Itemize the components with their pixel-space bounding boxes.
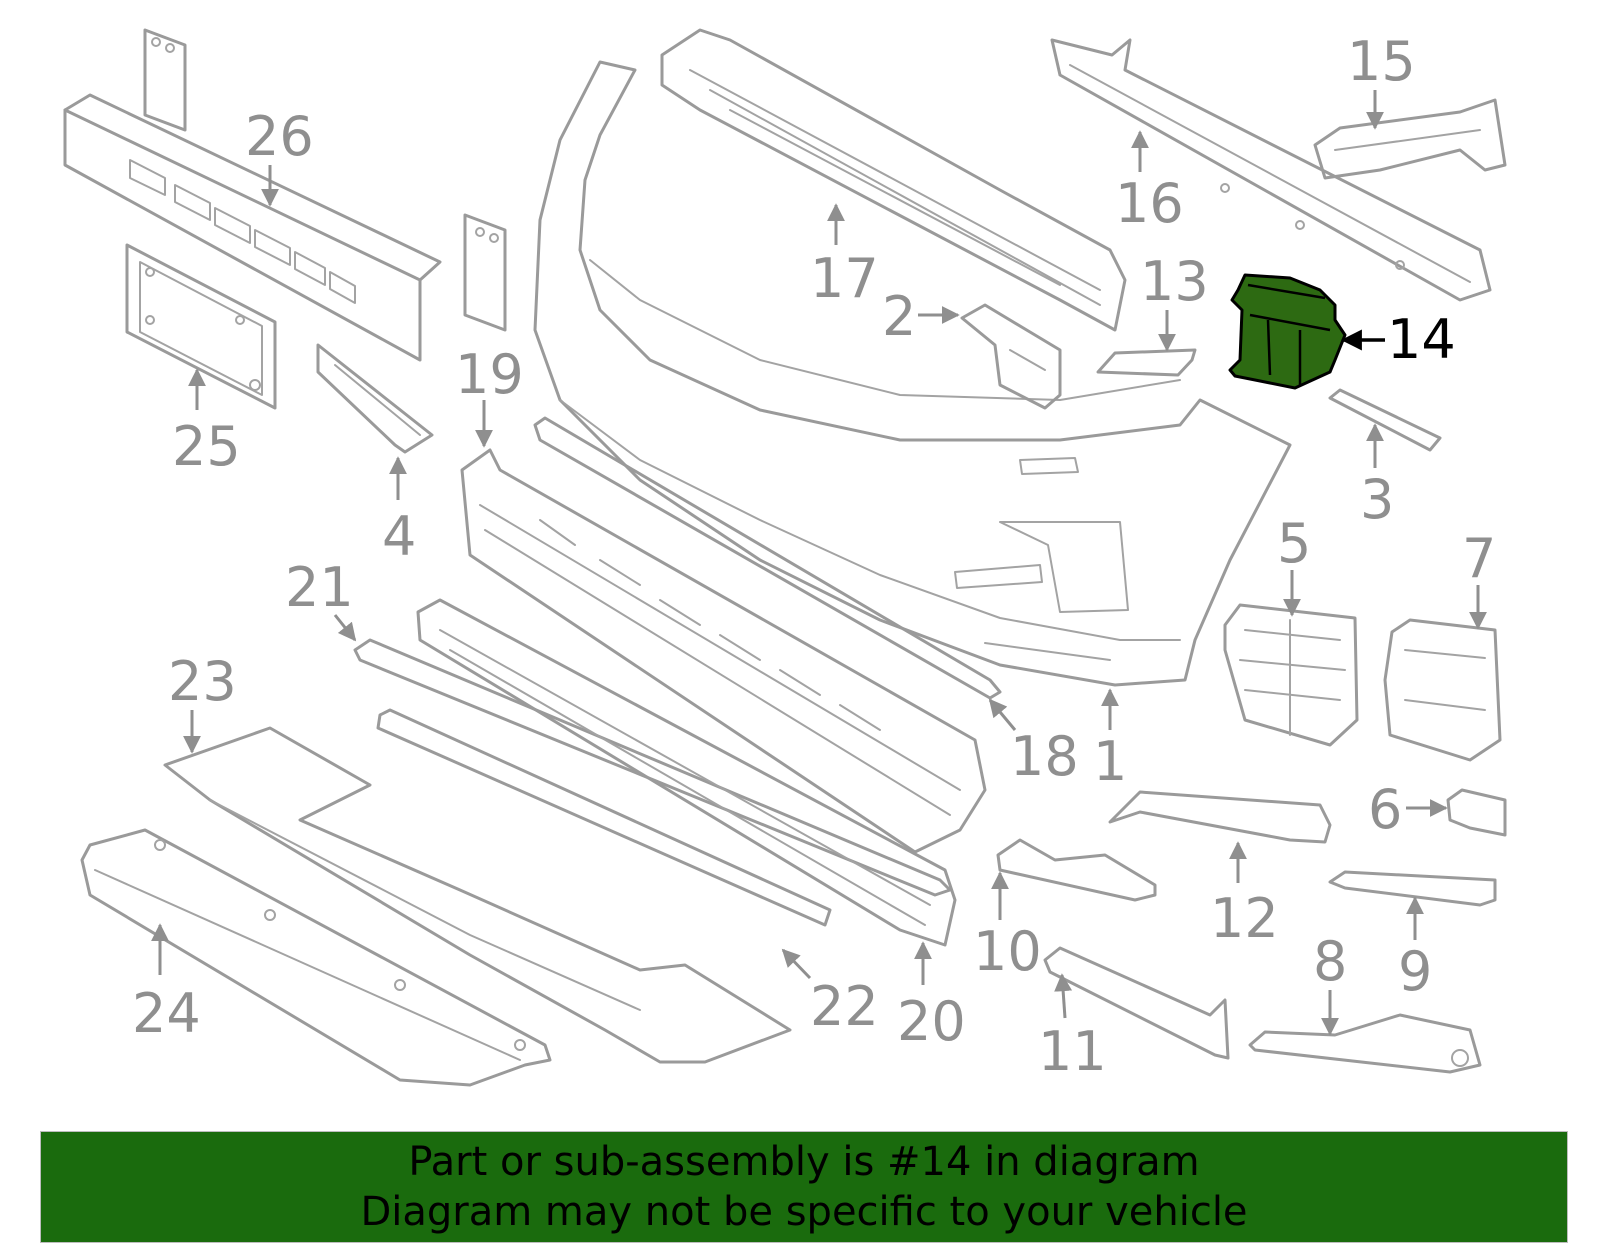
part-8-lamp-trim[interactable] (1248, 1013, 1482, 1074)
callout-16: 16 (1115, 172, 1184, 235)
callout-8: 8 (1313, 930, 1347, 993)
callout-2: 2 (882, 285, 916, 348)
callout-9: 9 (1398, 940, 1432, 1003)
part-18-molding[interactable] (533, 416, 1002, 700)
part-14-highlighted-bracket[interactable] (1228, 273, 1347, 390)
part-7-bracket[interactable] (1383, 618, 1502, 762)
callout-6: 6 (1368, 778, 1402, 841)
callout-12: 12 (1210, 887, 1279, 950)
part-13-trim[interactable] (1096, 348, 1197, 377)
part-25-license-plate-bracket[interactable] (125, 243, 277, 410)
callout-13: 13 (1140, 250, 1209, 313)
part-16-upper-support[interactable] (1050, 38, 1492, 302)
callout-5: 5 (1277, 512, 1311, 575)
callout-4: 4 (382, 505, 416, 568)
callout-20: 20 (897, 990, 966, 1053)
part-22-strip[interactable] (376, 708, 832, 927)
parts-diagram: 26 25 4 19 21 23 24 22 20 18 1 17 2 13 1… (63, 28, 1507, 1087)
callout-10: 10 (973, 920, 1042, 983)
part-9-trim[interactable] (1328, 870, 1497, 907)
part-12-trim[interactable] (1108, 790, 1332, 844)
part-2-bracket[interactable] (960, 303, 1062, 410)
part-20-lower-grille[interactable] (416, 598, 957, 947)
banner-line-2: Diagram may not be specific to your vehi… (360, 1189, 1248, 1235)
part-1-bumper-cover[interactable] (533, 60, 1292, 687)
part-26-reinforcement-beam[interactable] (63, 28, 507, 362)
callout-3: 3 (1360, 468, 1394, 531)
callout-1: 1 (1093, 730, 1127, 793)
part-5-fog-lamp-bracket[interactable] (1223, 603, 1359, 747)
part-17-energy-absorber[interactable] (660, 28, 1127, 332)
callout-7: 7 (1462, 527, 1496, 590)
banner-line-1: Part or sub-assembly is #14 in diagram (408, 1139, 1200, 1185)
part-6-clip[interactable] (1446, 788, 1507, 837)
part-11-bracket[interactable] (1043, 946, 1230, 1060)
part-24-under-shield[interactable] (80, 828, 552, 1087)
part-4-bracket[interactable] (316, 343, 434, 454)
callout-22: 22 (810, 975, 879, 1038)
part-23-skid-plate[interactable] (163, 726, 792, 1064)
info-banner: Part or sub-assembly is #14 in diagram D… (40, 1131, 1568, 1243)
part-21-strip[interactable] (353, 638, 952, 897)
part-19-upper-grille[interactable] (460, 448, 987, 854)
part-15-air-deflector[interactable] (1313, 98, 1507, 180)
callout-18: 18 (1010, 725, 1079, 788)
callout-14-highlighted: 14 (1387, 308, 1456, 371)
callout-11: 11 (1038, 1020, 1107, 1083)
part-10-bracket[interactable] (996, 838, 1157, 902)
part-3-strip[interactable] (1328, 388, 1442, 452)
callout-19: 19 (455, 343, 524, 406)
callout-25: 25 (172, 415, 241, 478)
callout-15: 15 (1347, 30, 1416, 93)
callout-26: 26 (245, 105, 314, 168)
callout-arrows (151, 90, 1487, 1036)
callout-labels: 26 25 4 19 21 23 24 22 20 18 1 17 2 13 1… (132, 30, 1496, 1083)
callout-17: 17 (810, 247, 879, 310)
callout-23: 23 (168, 650, 237, 713)
callout-21: 21 (285, 556, 354, 619)
callout-24: 24 (132, 982, 201, 1045)
